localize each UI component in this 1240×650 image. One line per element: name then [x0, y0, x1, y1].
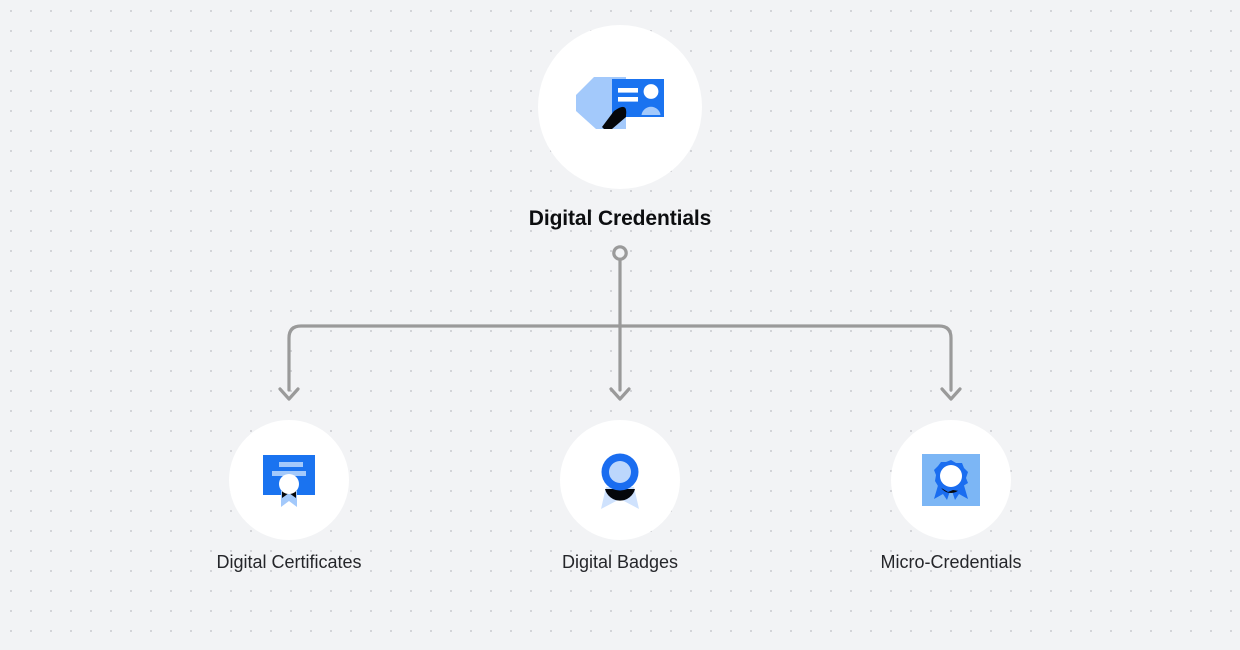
id-card-icon — [576, 77, 664, 129]
award-badge-icon — [601, 453, 639, 509]
node-digital-certificates[interactable]: Digital Certificates — [216, 420, 362, 573]
node-label-micro-credentials: Micro-Credentials — [880, 552, 1022, 572]
node-digital-credentials[interactable]: Digital Credentials — [529, 25, 711, 231]
node-micro-credentials[interactable]: Micro-Credentials — [880, 420, 1022, 573]
arrowhead-center — [609, 387, 631, 401]
node-icon-container — [891, 420, 1011, 540]
node-digital-badges[interactable]: Digital Badges — [560, 420, 680, 573]
node-label-digital-credentials: Digital Credentials — [528, 207, 712, 230]
node-icon-container — [538, 25, 702, 189]
node-icon-container — [229, 420, 349, 540]
node-label-digital-badges: Digital Badges — [561, 552, 679, 572]
arrowhead-right — [940, 387, 962, 401]
rosette-medal-icon — [922, 454, 980, 506]
node-label-digital-certificates: Digital Certificates — [216, 552, 362, 572]
connector-branch-right — [618, 324, 953, 392]
certificate-icon — [263, 455, 315, 507]
connector-handle-node[interactable] — [612, 245, 628, 261]
arrowhead-left — [278, 387, 300, 401]
connector-branch-left — [287, 324, 622, 392]
node-icon-container — [560, 420, 680, 540]
